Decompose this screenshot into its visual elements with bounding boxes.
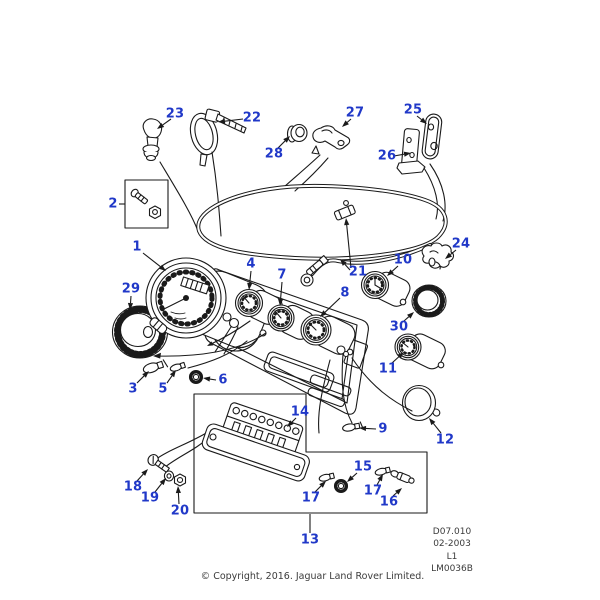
part-8-gauge-illustration xyxy=(300,314,356,358)
part-10-gauge-illustration xyxy=(360,270,411,307)
doc-drawing-number: LM0036B xyxy=(431,563,473,574)
callout-23: 23 xyxy=(165,106,185,122)
callout-5: 5 xyxy=(158,381,168,397)
inset-box-outline xyxy=(193,393,428,514)
callout-1: 1 xyxy=(132,239,142,255)
callout-16: 16 xyxy=(379,494,399,510)
part-27-clamp-illustration xyxy=(311,125,351,155)
callout-11: 11 xyxy=(378,361,398,377)
callout-17: 17 xyxy=(301,490,321,506)
copyright-notice: © Copyright, 2016. Jaguar Land Rover Lim… xyxy=(200,571,425,582)
callout-20: 20 xyxy=(170,503,190,519)
callout-19: 19 xyxy=(140,490,160,506)
callout-4: 4 xyxy=(246,256,256,272)
part-30-bezel-illustration xyxy=(411,284,447,318)
part-26-bracket-illustration xyxy=(396,128,426,175)
part-6-bulb-holder-illustration xyxy=(188,369,204,385)
doc-code: D07.010 xyxy=(432,527,472,537)
part-15-holder-illustration xyxy=(333,478,349,494)
callout-10: 10 xyxy=(393,252,413,268)
doc-date: 02-2003 xyxy=(433,539,471,550)
callout-30: 30 xyxy=(389,319,409,335)
wiring-curves xyxy=(153,320,413,434)
part-17-bulb-a-illustration xyxy=(318,472,335,482)
part-19-washer-illustration xyxy=(163,470,175,482)
part-24-clip-illustration xyxy=(421,242,454,270)
callout-17-2: 17 xyxy=(363,483,383,499)
part-14-switch-panel-illustration xyxy=(154,402,310,482)
gauge-cable-fittings xyxy=(214,312,240,355)
part-21-speedo-cable-illustration xyxy=(196,184,448,287)
callout-27: 27 xyxy=(345,105,365,121)
part-28-bush-illustration xyxy=(286,123,308,143)
doc-sheet: L1 xyxy=(446,551,458,562)
callout-15: 15 xyxy=(353,459,373,475)
callout-8: 8 xyxy=(340,285,350,301)
part-18-screw-illustration xyxy=(147,454,170,473)
callout-13: 13 xyxy=(300,532,320,548)
callout-7: 7 xyxy=(277,267,287,283)
part-25-bracket-illustration xyxy=(421,113,443,160)
callout-22: 22 xyxy=(242,110,262,126)
part-3-bulb-illustration xyxy=(142,359,169,374)
callout-25: 25 xyxy=(403,102,423,118)
callout-6: 6 xyxy=(218,372,228,388)
callout-9: 9 xyxy=(378,421,388,437)
doc-info-block: D07.010 02-2003 L1 LM0036B xyxy=(405,526,499,575)
callout-14: 14 xyxy=(290,404,310,420)
callout-18: 18 xyxy=(123,479,143,495)
callout-2: 2 xyxy=(108,196,118,212)
callout-12: 12 xyxy=(435,432,455,448)
part-11-gauge-illustration xyxy=(394,333,446,370)
callout-21: 21 xyxy=(348,264,368,280)
callout-29: 29 xyxy=(121,281,141,297)
callout-3: 3 xyxy=(128,381,138,397)
part-2-fixings-illustration xyxy=(124,179,169,229)
part-12-blanking-disc-illustration xyxy=(401,384,441,422)
callout-24: 24 xyxy=(451,236,471,252)
mounting-position-curves xyxy=(159,151,446,237)
part-5-bulb-illustration xyxy=(169,361,186,372)
callout-26: 26 xyxy=(377,148,397,164)
callout-28: 28 xyxy=(264,146,284,162)
part-16-switch-illustration xyxy=(390,470,415,484)
